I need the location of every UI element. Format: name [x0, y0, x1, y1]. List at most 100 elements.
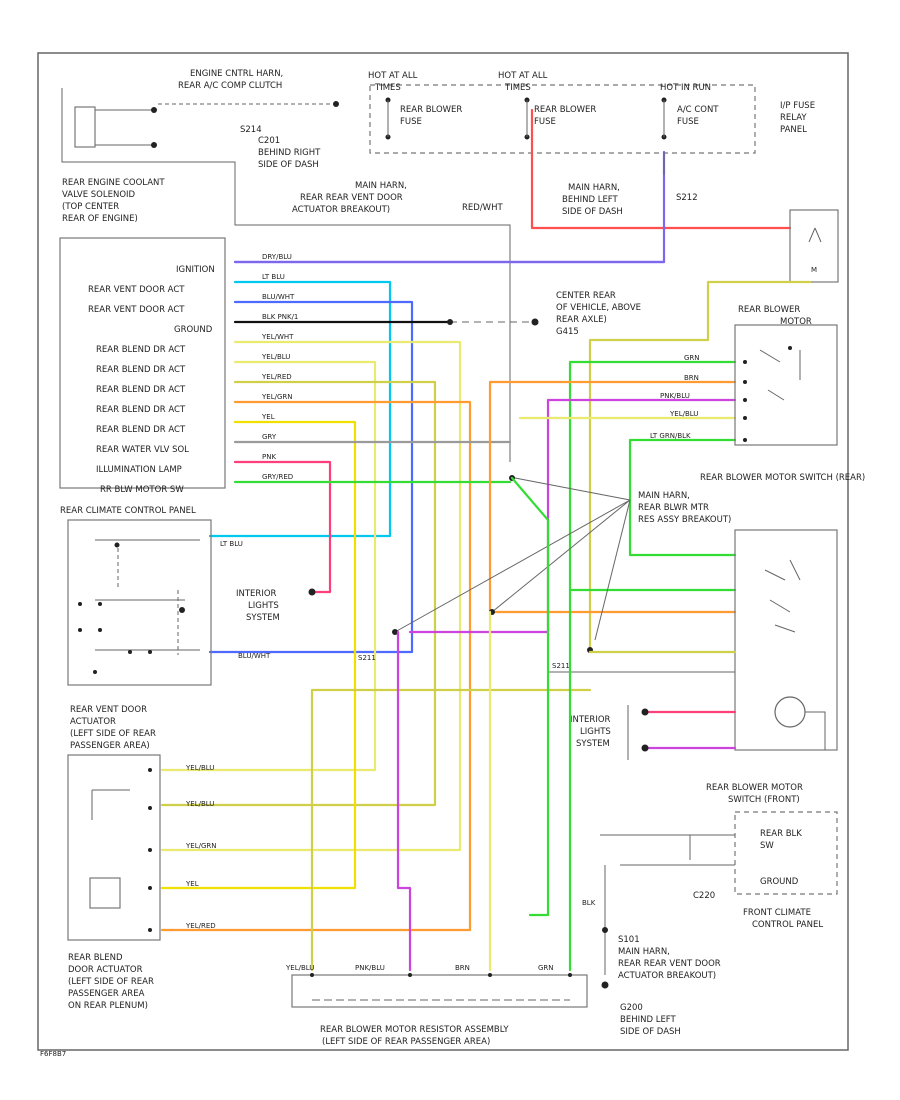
lbl-gry: GRY: [262, 433, 277, 441]
g200-3: SIDE OF DASH: [620, 1027, 681, 1037]
main-harn-3b: REAR BLWR MTR: [638, 503, 709, 513]
fuse-1-label: REAR BLOWER: [400, 105, 462, 115]
center-rear-1: CENTER REAR: [556, 291, 616, 301]
coolant-label-1: REAR ENGINE COOLANT: [62, 178, 165, 188]
resistor-label: REAR BLOWER MOTOR RESISTOR ASSEMBLY: [320, 1025, 509, 1035]
grn-wire-right: [568, 360, 737, 592]
purple-wire-right: [408, 398, 737, 634]
panel-row-10: ILLUMINATION LAMP: [96, 465, 182, 475]
rear-blk-label: REAR BLK: [760, 829, 802, 839]
rear-blk-label-b: SW: [760, 841, 774, 851]
wire-pnk: [233, 460, 332, 594]
hot-at-all-2b: TIMES: [504, 83, 531, 93]
main-harn-1c: ACTUATOR BREAKOUT): [292, 205, 390, 215]
hot-at-all-1: HOT AT ALL: [368, 71, 418, 81]
panel-row-1: REAR VENT DOOR ACT: [88, 285, 185, 295]
ip-fuse-label-b: RELAY: [780, 113, 807, 123]
fuse-2-label: REAR BLOWER: [534, 105, 596, 115]
lbl-grn-r: GRN: [684, 354, 700, 362]
coolant-label-3: (TOP CENTER: [62, 202, 119, 212]
olive-wire-blower: [588, 280, 812, 652]
coolant-label-4: REAR OF ENGINE): [62, 214, 138, 224]
coolant-label-2: VALVE SOLENOID: [62, 190, 136, 200]
panel-row-11: RR BLW MOTOR SW: [100, 485, 184, 495]
c201-label-3: SIDE OF DASH: [258, 160, 319, 170]
lbl-blu-wht-2: BLU/WHT: [238, 652, 271, 660]
rear-vent-label-2: ACTUATOR: [70, 717, 116, 727]
lbl-lt-blu: LT BLU: [262, 273, 285, 281]
ip-fuse-relay-panel: HOT AT ALL TIMES HOT AT ALL TIMES HOT IN…: [368, 71, 815, 154]
engine-ctrl-label-2: REAR A/C COMP CLUTCH: [178, 81, 282, 91]
panel-row-2: REAR VENT DOOR ACT: [88, 305, 185, 315]
lbl-vent-1: YEL/BLU: [185, 764, 214, 772]
panel-row-9: REAR WATER VLV SOL: [96, 445, 189, 455]
diagram-border: [37, 52, 849, 1051]
resistor-assembly: YEL/BLU PNK/BLU BRN GRN REAR BLOWER MOTO…: [285, 964, 588, 1047]
rear-vent-label-4: PASSENGER AREA): [70, 741, 150, 751]
rear-switch-label: REAR BLOWER MOTOR SWITCH (REAR): [700, 473, 865, 483]
interior-lights-1b: LIGHTS: [248, 601, 279, 611]
s212-label: S212: [676, 193, 698, 203]
c201-label-1: C201: [258, 136, 280, 146]
center-rear-4: G415: [556, 327, 579, 337]
main-harn-2b: BEHIND LEFT: [562, 195, 619, 205]
rear-blower-motor-label-b: MOTOR: [780, 317, 812, 327]
panel-row-3: GROUND: [174, 325, 213, 335]
s101-1: S101: [618, 935, 640, 945]
s101-4: ACTUATOR BREAKOUT): [618, 971, 716, 981]
lbl-yel-red: YEL/RED: [261, 373, 292, 381]
hot-at-all-1b: TIMES: [374, 83, 401, 93]
lbl-blk: BLK: [582, 899, 596, 907]
rear-climate-panel-label: REAR CLIMATE CONTROL PANEL: [60, 506, 196, 516]
panel-row-0: IGNITION: [176, 265, 215, 275]
rear-blend-4: PASSENGER AREA: [68, 989, 145, 999]
vert-pnk-blu: [396, 630, 412, 972]
rear-blower-switch-front-box: REAR BLOWER MOTOR SWITCH (FRONT): [706, 529, 838, 805]
center-rear-3: REAR AXLE): [556, 315, 607, 325]
res-lbl-3: BRN: [455, 964, 470, 972]
wire-labels: DRY/BLU LT BLU BLU/WHT BLK PNK/1 YEL/WHT…: [261, 253, 298, 481]
c201-label: S214: [240, 125, 262, 135]
resistor-label-b: (LEFT SIDE OF REAR PASSENGER AREA): [322, 1037, 490, 1047]
panel-row-5: REAR BLEND DR ACT: [96, 365, 186, 375]
res-lbl-1: YEL/BLU: [285, 964, 314, 972]
footer-code: F6F8B7: [40, 1050, 66, 1058]
panel-row-4: REAR BLEND DR ACT: [96, 345, 186, 355]
panel-row-7: REAR BLEND DR ACT: [96, 405, 186, 415]
wire-blend-4: [160, 400, 472, 932]
wire-blend-3: [160, 380, 437, 807]
main-harn-3c: RES ASSY BREAKOUT): [638, 515, 731, 525]
lbl-yel: YEL: [261, 413, 275, 421]
rear-blower-motor-box: M REAR BLOWER MOTOR: [738, 209, 839, 327]
fuse-2-label-b: FUSE: [534, 117, 556, 127]
red-wire-top: [530, 108, 792, 230]
interior-lights-1c: SYSTEM: [246, 613, 280, 623]
front-climate-label-b: CONTROL PANEL: [752, 920, 823, 930]
lbl-yel-wht: YEL/WHT: [261, 333, 294, 341]
s101-3: REAR REAR VENT DOOR: [618, 959, 721, 969]
center-rear-2: OF VEHICLE, ABOVE: [556, 303, 641, 313]
main-harn-2: MAIN HARN,: [568, 183, 620, 193]
main-harn-1: MAIN HARN,: [355, 181, 407, 191]
main-harn-2c: SIDE OF DASH: [562, 207, 623, 217]
interior-lights-2c: SYSTEM: [576, 739, 610, 749]
rear-blend-5: ON REAR PLENUM): [68, 1001, 148, 1011]
green-diag: [510, 476, 550, 917]
lbl-vent-5: YEL/RED: [185, 922, 216, 930]
main-harn-1b: REAR REAR VENT DOOR: [300, 193, 403, 203]
switch-front-label: REAR BLOWER MOTOR: [706, 783, 803, 793]
lbl-lt-grn-r: LT GRN/BLK: [650, 432, 691, 440]
lt-grn-wire-right: [628, 438, 737, 557]
wire-blend-2: [160, 360, 377, 772]
lbl-yel-blu-r: YEL/BLU: [669, 410, 698, 418]
lbl-vent-4: YEL: [185, 880, 199, 888]
wire-lt-blu: [208, 280, 392, 538]
rear-vent-label-3: (LEFT SIDE OF REAR: [70, 729, 156, 739]
lbl-vio-blu: DRY/BLU: [262, 253, 292, 261]
rear-blower-motor-label: REAR BLOWER: [738, 305, 800, 315]
lbl-vent-3: YEL/GRN: [185, 842, 216, 850]
hot-in-run: HOT IN RUN: [660, 83, 711, 93]
switch-front-label-b: SWITCH (FRONT): [728, 795, 800, 805]
lbl-pnk-blu-r: PNK/BLU: [660, 392, 690, 400]
